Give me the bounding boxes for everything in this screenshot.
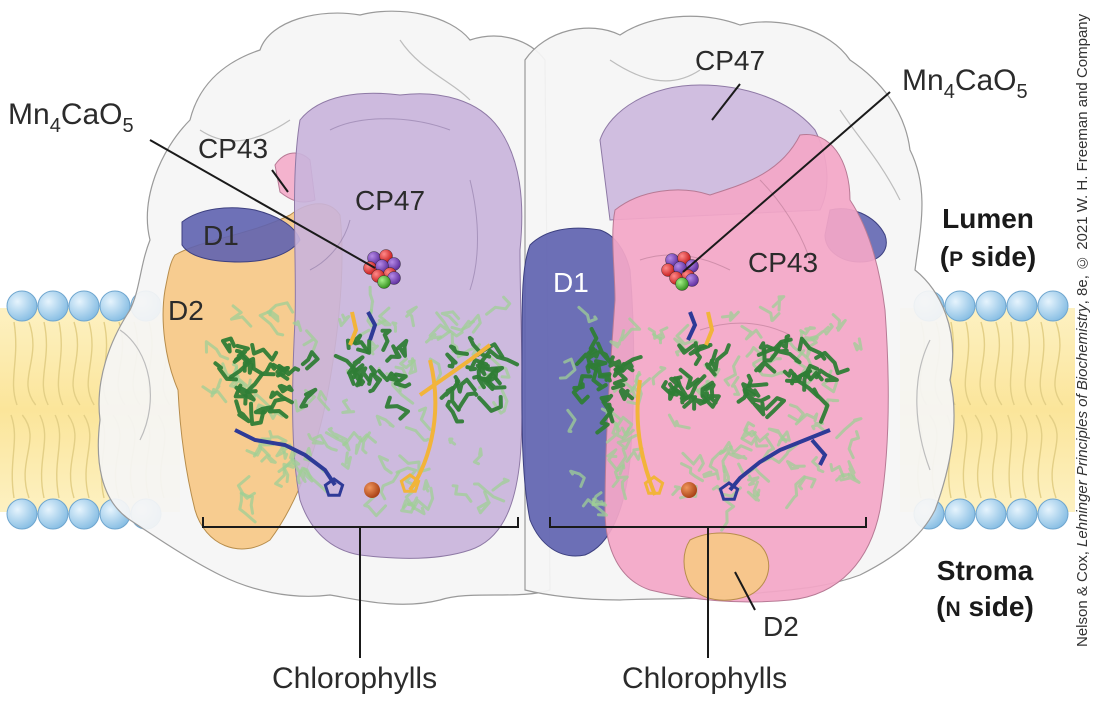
label-d2-left: D2 xyxy=(168,295,204,326)
iron-atom-right xyxy=(681,482,697,498)
lipid-head xyxy=(944,498,976,530)
label-lumen: Lumen xyxy=(942,203,1034,234)
leader-mn-left xyxy=(149,139,376,269)
leader-cp47-right xyxy=(711,83,741,121)
lipid-head xyxy=(975,290,1007,322)
lipid-head xyxy=(1037,498,1069,530)
label-stroma-side: (N side) xyxy=(936,591,1034,622)
label-cp43-left: CP43 xyxy=(198,133,268,164)
lipid-head xyxy=(37,498,69,530)
lipid-head xyxy=(99,290,131,322)
lipid-head xyxy=(6,290,38,322)
lipid-head xyxy=(1006,290,1038,322)
lipid-head xyxy=(68,290,100,322)
label-cp47-right: CP47 xyxy=(695,45,765,76)
d2-surface-right xyxy=(683,532,770,601)
lipid-head xyxy=(1006,498,1038,530)
lipid-head xyxy=(37,290,69,322)
leader-mn-right xyxy=(682,91,891,273)
lipid-head xyxy=(1037,290,1069,322)
label-chlorophylls-right: Chlorophylls xyxy=(622,662,787,695)
lipid-head xyxy=(975,498,1007,530)
leader-d2-right xyxy=(734,571,756,611)
iron-atom-left xyxy=(364,482,380,498)
chlorophyll-cofactors xyxy=(201,285,863,532)
leader-lines xyxy=(149,83,891,658)
label-d2-right: D2 xyxy=(763,611,799,642)
label-chlorophylls-left: Chlorophylls xyxy=(272,662,437,695)
lipid-head xyxy=(6,498,38,530)
lipid-head xyxy=(68,498,100,530)
cp47-surface-left xyxy=(292,92,523,559)
label-cp47-left: CP47 xyxy=(355,185,425,216)
label-mn4cao5-right: Mn4CaO5 xyxy=(902,64,1028,103)
leader-cp43-left xyxy=(271,169,289,193)
lipid-head xyxy=(944,290,976,322)
cp43-surface-right xyxy=(604,133,889,603)
label-d1-right: D1 xyxy=(553,267,589,298)
publisher-credit: Nelson & Cox, Lehninger Principles of Bi… xyxy=(1074,14,1091,648)
mn4cao5-cluster-left xyxy=(363,249,401,289)
label-mn4cao5-left: Mn4CaO5 xyxy=(8,98,134,137)
label-stroma: Stroma xyxy=(937,555,1034,586)
label-d1-left: D1 xyxy=(203,220,239,251)
label-lumen-side: (P side) xyxy=(940,241,1036,272)
label-cp43-right: CP43 xyxy=(748,247,818,278)
